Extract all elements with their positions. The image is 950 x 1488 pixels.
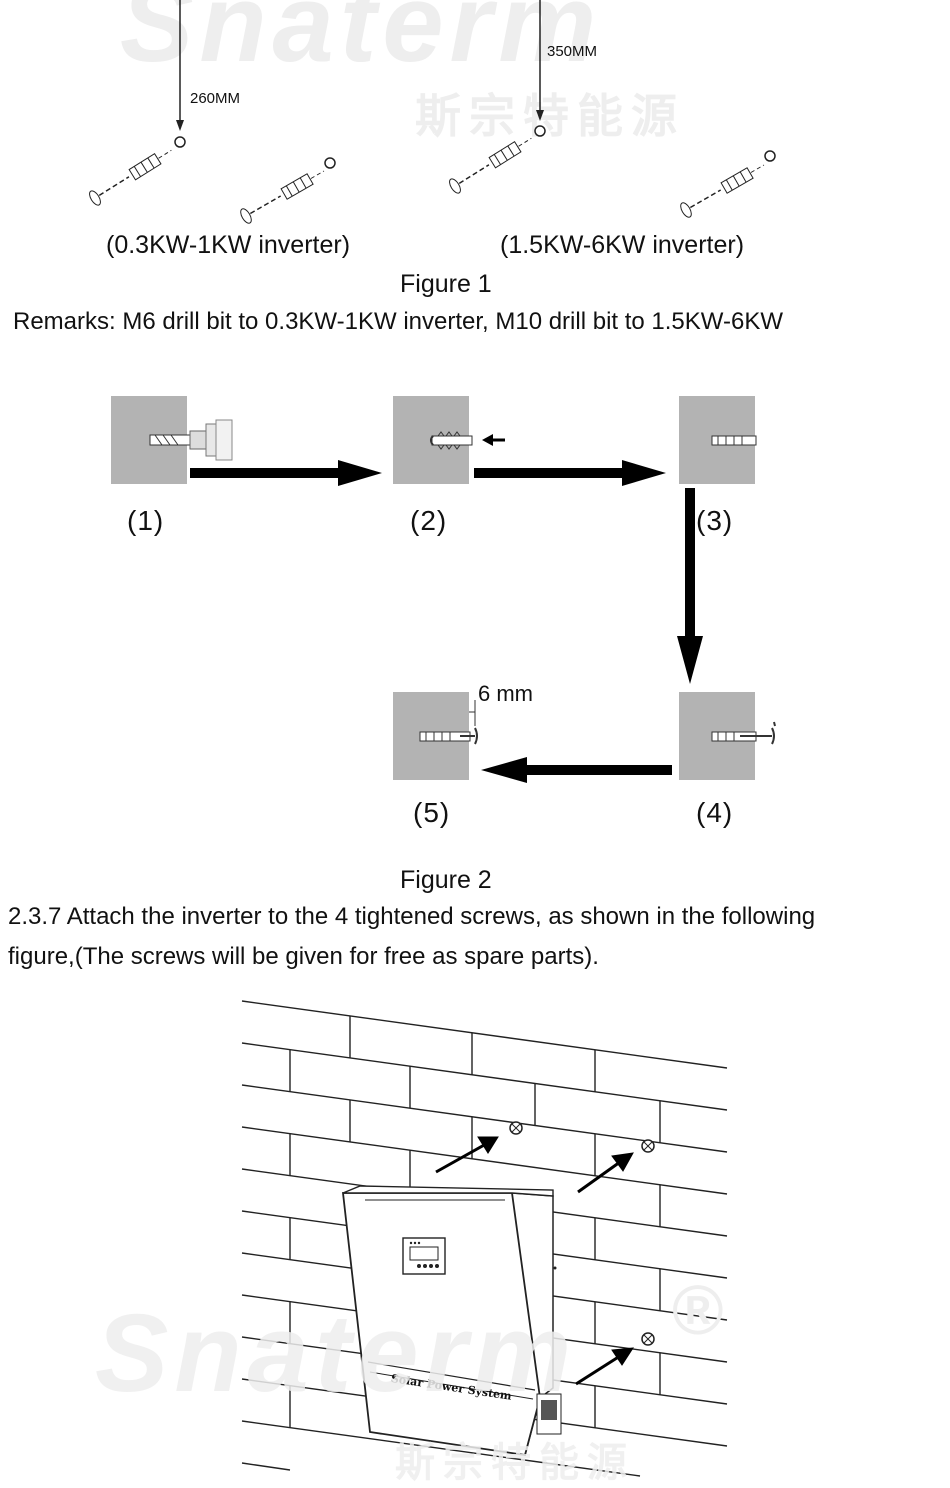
section-paragraph-line2: figure,(The screws will be given for fre…	[8, 943, 599, 970]
dimension-label-right: 350MM	[547, 43, 598, 60]
step4-label: (4)	[696, 797, 734, 828]
figure1-caption: Figure 1	[400, 270, 492, 298]
wall-anchor-icon	[430, 431, 473, 450]
drill-bit-icon	[149, 419, 233, 461]
inverter-label-small: (0.3KW-1KW inverter)	[106, 231, 351, 259]
arrow-step4-to-step5	[481, 757, 672, 783]
step1-label: (1)	[127, 505, 165, 536]
watermark-chinese-bottom: 斯宗特能源	[395, 1441, 635, 1485]
figure2-process-diagram	[149, 419, 776, 783]
step5-label: (5)	[413, 797, 451, 828]
watermark-brand-top: Snaterm	[120, 0, 603, 85]
dimension-label-left: 260MM	[190, 90, 241, 107]
inverter-label-large: (1.5KW-6KW inverter)	[500, 231, 745, 259]
screw-anchor-icon	[89, 149, 172, 206]
figure1-remarks: Remarks: M6 drill bit to 0.3KW-1KW inver…	[13, 308, 784, 335]
arrow-step2-to-step3	[474, 460, 666, 486]
step2-label: (2)	[410, 505, 448, 536]
step3-label: (3)	[696, 505, 734, 536]
figure1-mounting-diagram	[89, 0, 776, 224]
section-paragraph-line1: 2.3.7 Attach the inverter to the 4 tight…	[8, 903, 816, 930]
gap-label: 6 mm	[478, 681, 533, 706]
wall-screw-icon	[641, 1332, 655, 1346]
wall-screw-icon	[641, 1139, 655, 1153]
arrow-step3-to-step4	[677, 488, 703, 684]
left-arrow-icon	[482, 434, 505, 446]
watermark-registered-mark: ®	[672, 1271, 724, 1349]
wall-screw-icon	[509, 1121, 523, 1135]
watermark-chinese-top: 斯宗特能源	[415, 90, 685, 142]
screw-anchor-icon	[680, 164, 765, 218]
screw-anchor-icon	[449, 137, 532, 194]
screw-anchor-icon	[240, 170, 325, 224]
figure2-caption: Figure 2	[400, 866, 492, 894]
arrow-to-screw-icon	[435, 1136, 634, 1386]
screw-tightened-icon	[419, 700, 478, 745]
watermark-brand-bottom: Snaterm	[95, 1292, 578, 1415]
screw-in-anchor-icon	[711, 721, 776, 745]
arrow-step1-to-step2	[190, 460, 382, 486]
anchor-installed-icon	[711, 435, 757, 446]
